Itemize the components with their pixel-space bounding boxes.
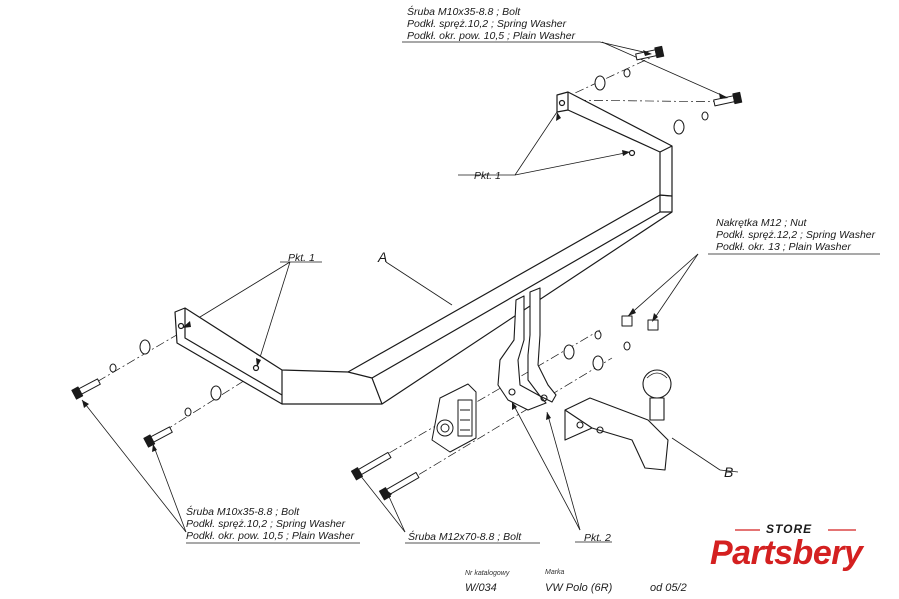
top-bolt-line-1: Śruba M10x35-8.8 ; Bolt [407,6,521,18]
pkt2-label: Pkt. 2 [584,532,611,544]
nut-line-2: Podkł. spręż.12,2 ; Spring Washer [716,229,876,241]
left-bolt-line-2: Podkł. spręż.10,2 ; Spring Washer [186,518,346,530]
top-bolt-line-3: Podkł. okr. pow. 10,5 ; Plain Washer [407,30,576,42]
top-bolt-line-2: Podkł. spręż.10,2 ; Spring Washer [407,18,567,30]
logo-store-text: STORE [766,522,813,536]
tow-ball [564,369,672,471]
part-a-label: A [378,249,388,265]
leader-lines [81,41,880,544]
pkt1-top-label: Pkt. 1 [474,170,501,182]
left-bolt-line-1: Śruba M10x35-8.8 ; Bolt [186,506,300,518]
pkt1-left-label: Pkt. 1 [288,252,315,264]
leader-arrows [82,50,728,498]
ball-mount-bracket [497,287,557,411]
part-b-label: B [724,464,734,480]
logo-brand-text: Partsbery [710,534,863,572]
nut-line-3: Podkł. okr. 13 ; Plain Washer [716,241,851,253]
left-fasteners [71,339,222,448]
right-fasteners [563,315,659,371]
towbar-beam [174,91,673,405]
top-fasteners [594,45,743,135]
socket-plate [431,383,477,453]
left-bolt-line-3: Podkł. okr. pow. 10,5 ; Plain Washer [186,530,355,542]
from-value: od 05/2 [650,582,687,594]
m12-bolt-label: Śruba M12x70-8.8 ; Bolt [408,531,522,543]
nut-label: Nakrętka M12 ; Nut Podkł. spręż.12,2 ; S… [716,217,875,253]
nut-line-1: Nakrętka M12 ; Nut [716,217,807,229]
make-value: VW Polo (6R) [545,582,613,594]
left-bolt-label: Śruba M10x35-8.8 ; Bolt Podkł. spręż.10,… [186,506,354,542]
top-bolt-label: Śruba M10x35-8.8 ; Bolt Podkł. spręż.10,… [407,6,575,42]
catalog-value: W/034 [465,582,497,594]
m12-bolts [350,451,420,501]
catalog-caption: Nr katalogowy [465,570,510,577]
make-caption: Marka [545,569,565,576]
